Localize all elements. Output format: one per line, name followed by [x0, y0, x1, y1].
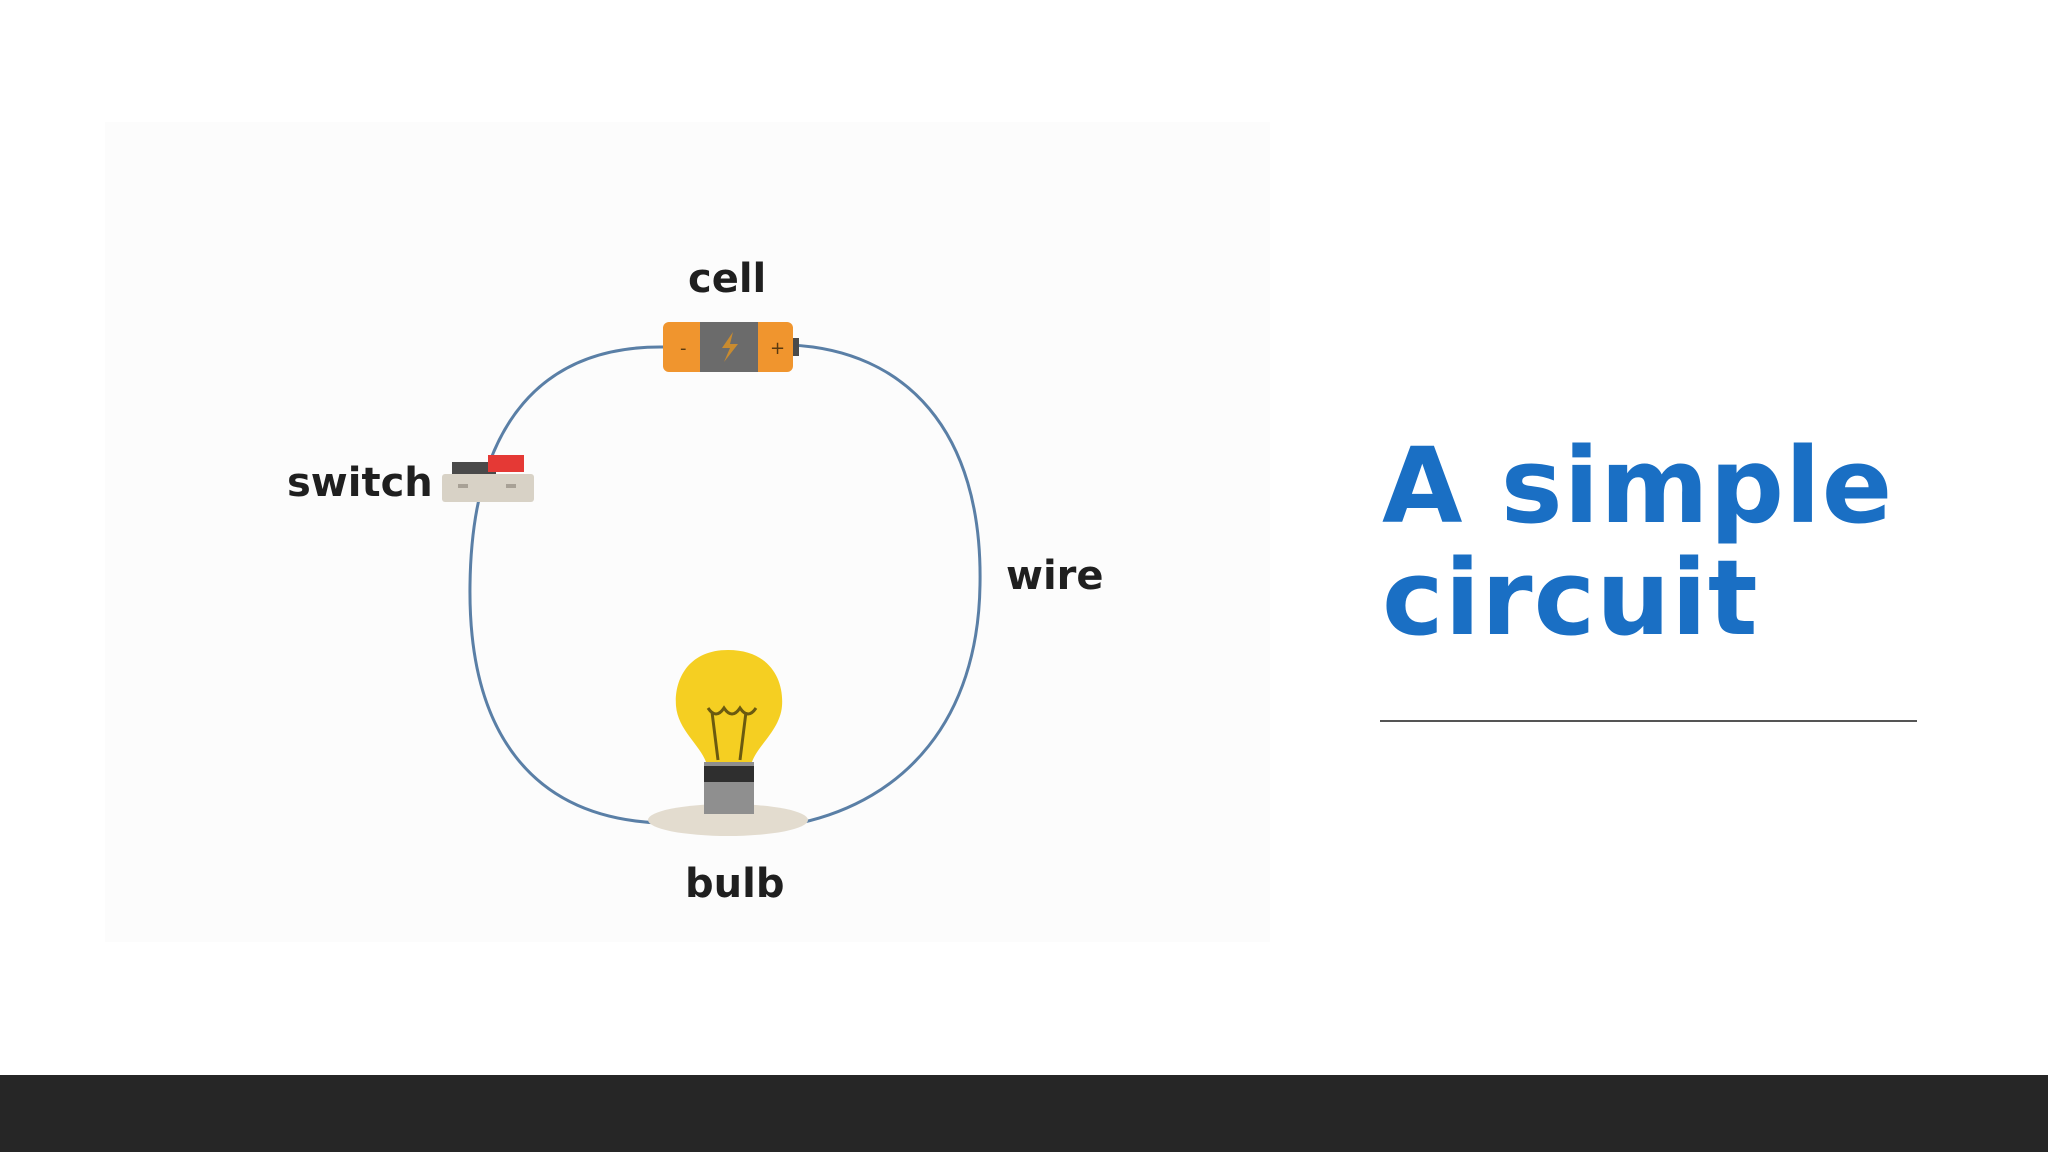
footer-bar — [0, 1075, 2048, 1152]
label-cell: cell — [688, 256, 766, 302]
slide-title: A simple circuit — [1382, 430, 1942, 654]
title-line-1: A simple — [1382, 425, 1894, 547]
cell-icon: - + — [663, 322, 799, 372]
diagram-panel — [105, 122, 1270, 942]
svg-text:+: + — [770, 338, 785, 359]
title-divider — [1380, 720, 1917, 722]
svg-text:-: - — [680, 338, 687, 359]
label-switch: switch — [287, 460, 433, 506]
label-bulb: bulb — [685, 861, 784, 907]
title-line-2: circuit — [1382, 537, 1759, 659]
label-wire: wire — [1006, 553, 1104, 599]
switch-icon — [442, 455, 534, 502]
bulb-icon — [648, 650, 808, 836]
